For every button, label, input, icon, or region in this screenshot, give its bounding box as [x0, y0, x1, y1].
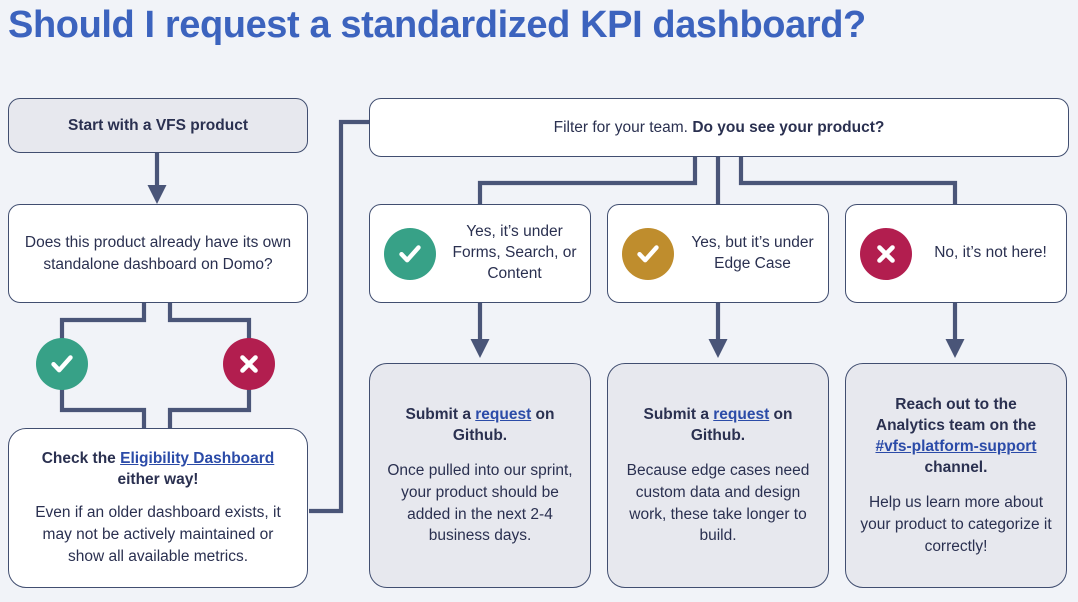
eligibility-tail: either way!: [117, 471, 199, 488]
outcome-1-heading: Submit a request on Github.: [384, 404, 576, 446]
outcome-1-body: Once pulled into our sprint, your produc…: [387, 462, 573, 545]
option-label-forms-search-content: Yes, it’s under Forms, Search, or Conten…: [452, 223, 577, 282]
arrowhead-start-to-decision: [147, 185, 167, 204]
option-label-not-here: No, it’s not here!: [934, 244, 1047, 262]
node-decision-existing-dashboard: Does this product already have its own s…: [8, 204, 308, 303]
check-icon: [399, 244, 421, 262]
outcome-2-body: Because edge cases need custom data and …: [626, 462, 810, 545]
eligibility-lead: Check the: [41, 449, 121, 467]
github-request-link-1[interactable]: request: [475, 406, 532, 424]
connector-eligibility-to-filter: [309, 119, 369, 514]
arrowhead-option1-to-outcome1: [470, 339, 490, 358]
connector-filter-to-option-1: [477, 157, 698, 204]
outcome-1-head-tail: on Github.: [452, 406, 555, 445]
outcome-box-github-request-edge: Submit a request on Github. Because edge…: [607, 363, 829, 588]
outcome-3-head-tail: channel.: [924, 459, 988, 477]
page-title: Should I request a standardized KPI dash…: [8, 4, 866, 46]
filter-bold: Do you see your product?: [692, 118, 885, 136]
check-badge-yes: [36, 338, 88, 390]
outcome-box-slack-analytics: Reach out to the Analytics team on the #…: [845, 363, 1067, 588]
node-start-label: Start with a VFS product: [68, 116, 248, 134]
outcome-1-head-lead: Submit a: [405, 406, 476, 424]
option-box-edge-case[interactable]: Yes, but it’s under Edge Case: [607, 204, 829, 303]
connector-filter-to-option-3: [738, 157, 958, 204]
arrowhead-option3-to-outcome3: [945, 339, 965, 358]
option-box-forms-search-content[interactable]: Yes, it’s under Forms, Search, or Conten…: [369, 204, 591, 303]
option-box-not-here[interactable]: No, it’s not here!: [845, 204, 1067, 303]
check-icon: [51, 355, 73, 373]
eligibility-body: Even if an older dashboard exists, it ma…: [35, 504, 281, 566]
cross-icon-wrapper-crimson: [860, 227, 912, 280]
check-icon-wrapper-green: [384, 227, 436, 280]
arrowhead-option2-to-outcome2: [708, 339, 728, 358]
filter-label: Filter for your team. Do you see your pr…: [554, 117, 885, 138]
slack-channel-link[interactable]: #vfs-platform-support: [875, 437, 1037, 455]
outcome-2-head-lead: Submit a: [643, 406, 714, 424]
cross-badge-no: [223, 338, 275, 390]
eligibility-heading: Check the Eligibility Dashboard either w…: [23, 448, 293, 490]
node-decision-label: Does this product already have its own s…: [24, 234, 292, 273]
check-icon-wrapper-gold: [622, 227, 674, 280]
eligibility-dashboard-link[interactable]: Eligibility Dashboard: [120, 449, 275, 467]
outcome-3-body: Help us learn more about your product to…: [860, 494, 1052, 555]
outcome-box-github-request-standard: Submit a request on Github. Once pulled …: [369, 363, 591, 588]
node-filter-team: Filter for your team. Do you see your pr…: [369, 98, 1069, 157]
github-request-link-2[interactable]: request: [713, 406, 770, 424]
cross-icon: [240, 355, 258, 373]
outcome-3-heading: Reach out to the Analytics team on the #…: [860, 394, 1052, 478]
cross-icon: [877, 244, 895, 263]
filter-plain: Filter for your team.: [553, 118, 693, 136]
outcome-2-heading: Submit a request on Github.: [622, 404, 814, 446]
node-start: Start with a VFS product: [8, 98, 308, 153]
outcome-3-head-lead: Reach out to the Analytics team on the: [875, 395, 1037, 434]
option-label-edge-case: Yes, but it’s under Edge Case: [691, 233, 814, 272]
check-icon: [637, 244, 659, 262]
outcome-2-head-tail: on Github.: [690, 406, 793, 445]
node-eligibility-dashboard: Check the Eligibility Dashboard either w…: [8, 428, 308, 588]
